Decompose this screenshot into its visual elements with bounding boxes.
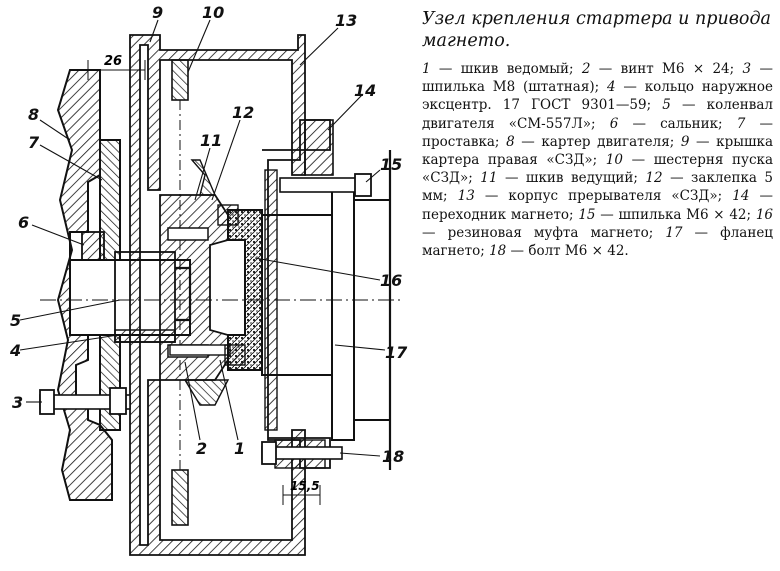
screw-part bbox=[169, 344, 231, 356]
starter-gear-part bbox=[171, 59, 189, 101]
legend-item: 14 — переходник магнето; bbox=[422, 188, 773, 223]
driven-pulley-part bbox=[190, 159, 217, 196]
callout-12: 12 bbox=[232, 103, 254, 122]
legend-item-number: 4 bbox=[606, 79, 616, 96]
legend-item-text: шкив ведомый; bbox=[460, 61, 574, 77]
figure-caption: Узел крепления стартера и привода магнет… bbox=[418, 8, 773, 260]
legend-item: 2 — винт М6 × 24; bbox=[581, 61, 735, 77]
legend-item: 12 — заклепка 5 мм; bbox=[422, 170, 774, 205]
legend-item: 6 — сальник; bbox=[609, 115, 723, 132]
callout-14: 14 bbox=[354, 81, 376, 100]
callout-15: 15 bbox=[380, 155, 402, 174]
legend-item-text: корпус прерывателя «СЗД»; bbox=[508, 188, 723, 205]
legend-item: 1 — шкив ведомый; bbox=[422, 61, 574, 77]
callout-3: 3 bbox=[12, 393, 23, 412]
legend-item: 10 — шестерня пуска «СЗД»; bbox=[422, 152, 774, 187]
callout-5: 5 bbox=[10, 311, 21, 330]
legend-item: 13 — корпус прерывателя «СЗД»; bbox=[457, 188, 723, 205]
legend-item: 9 — крышка картера правая «СЗД»; bbox=[422, 133, 774, 169]
legend-item-number: 16 bbox=[755, 206, 773, 223]
legend-item-text: картер двигателя; bbox=[541, 133, 675, 150]
callout-4: 4 bbox=[9, 341, 21, 360]
legend-item: 7 — проставка; bbox=[422, 115, 774, 150]
caption-title: Узел крепления стартера и привода магнет… bbox=[422, 9, 771, 51]
caption-legend: 1 — шкив ведомый; 2 — винт М6 × 24; 3 — … bbox=[422, 60, 773, 260]
legend-item-number: 12 bbox=[645, 170, 663, 187]
callout-1: 1 bbox=[234, 439, 245, 458]
legend-item: 8 — картер двигателя; bbox=[506, 133, 675, 150]
callout-9: 9 bbox=[152, 3, 163, 22]
callout-10: 10 bbox=[202, 3, 224, 22]
legend-item-text: шпилька М6 × 42; bbox=[618, 206, 752, 223]
dimension-26: 26 bbox=[104, 54, 122, 69]
legend-item-number: 13 bbox=[457, 188, 475, 205]
legend-item-text: болт М6 × 42. bbox=[528, 243, 629, 260]
legend-item-text: крышка картера правая «СЗД»; bbox=[422, 133, 774, 169]
legend-item-text: фланец магнето; bbox=[422, 224, 773, 260]
legend-item-text: винт М6 × 24; bbox=[620, 61, 735, 77]
legend-item-text: резиновая муфта магнето; bbox=[447, 224, 654, 241]
legend-item-number: 7 bbox=[736, 115, 746, 132]
seal-part bbox=[81, 231, 105, 261]
assembly-drawing: 26 15,5 9 10 13 14 15 8 7 6 5 4 3 bbox=[9, 3, 408, 556]
callout-7: 7 bbox=[28, 133, 40, 152]
legend-item-number: 5 bbox=[662, 97, 671, 114]
legend-item-text: кольцо наружное эксцентр. 17 ГОСТ 9301—5… bbox=[422, 79, 773, 114]
legend-item-text: переходник магнето; bbox=[422, 206, 574, 223]
legend-item: 11 — шкив ведущий; bbox=[480, 170, 638, 187]
callout-2: 2 bbox=[196, 439, 207, 458]
legend-item-number: 3 bbox=[742, 61, 752, 77]
legend-item-number: 6 bbox=[609, 115, 619, 132]
dimension-15-5: 15,5 bbox=[290, 479, 320, 493]
legend-item-text: шпилька М8 (штатная); bbox=[422, 79, 600, 96]
cover-part bbox=[129, 34, 306, 556]
callout-17: 17 bbox=[385, 343, 408, 362]
legend-item-text: коленвал двигателя «СМ-557Л»; bbox=[422, 97, 773, 132]
legend-item-number: 15 bbox=[578, 206, 596, 223]
legend-item-number: 18 bbox=[489, 243, 507, 260]
legend-item-number: 9 bbox=[680, 133, 690, 150]
legend-item-number: 17 bbox=[665, 224, 683, 241]
legend-item-number: 8 bbox=[506, 133, 515, 150]
legend-item-number: 1 bbox=[422, 61, 431, 77]
legend-item: 4 — кольцо наружное эксцентр. 17 ГОСТ 93… bbox=[422, 79, 773, 114]
legend-item-text: сальник; bbox=[660, 115, 723, 132]
callout-11: 11 bbox=[200, 131, 222, 150]
callout-16: 16 bbox=[380, 271, 402, 290]
legend-item: 18 — болт М6 × 42. bbox=[489, 243, 629, 260]
legend-item: 3 — шпилька М8 (штатная); bbox=[422, 61, 773, 96]
legend-item: 17 — фланец магнето; bbox=[422, 224, 773, 260]
callout-18: 18 bbox=[382, 447, 404, 466]
legend-item-number: 10 bbox=[605, 152, 623, 169]
callout-6: 6 bbox=[18, 213, 29, 232]
legend-item-number: 11 bbox=[480, 170, 498, 187]
legend-item-number: 14 bbox=[732, 188, 750, 205]
crankcase-part bbox=[56, 69, 113, 501]
legend-item-text: шестерня пуска «СЗД»; bbox=[422, 152, 774, 187]
legend-item-text: проставка; bbox=[422, 133, 500, 150]
callout-13: 13 bbox=[335, 11, 357, 30]
legend-item-text: шкив ведущий; bbox=[525, 170, 638, 187]
legend-item: 5 — коленвал двигателя «СМ-557Л»; bbox=[422, 97, 773, 132]
legend-item: 15 — шпилька М6 × 42; bbox=[578, 206, 752, 223]
legend-item: 16 — резиновая муфта магнето; bbox=[422, 206, 773, 241]
legend-item-number: 2 bbox=[581, 61, 591, 77]
callout-8: 8 bbox=[28, 105, 39, 124]
legend-item-text: заклепка 5 мм; bbox=[422, 170, 774, 205]
